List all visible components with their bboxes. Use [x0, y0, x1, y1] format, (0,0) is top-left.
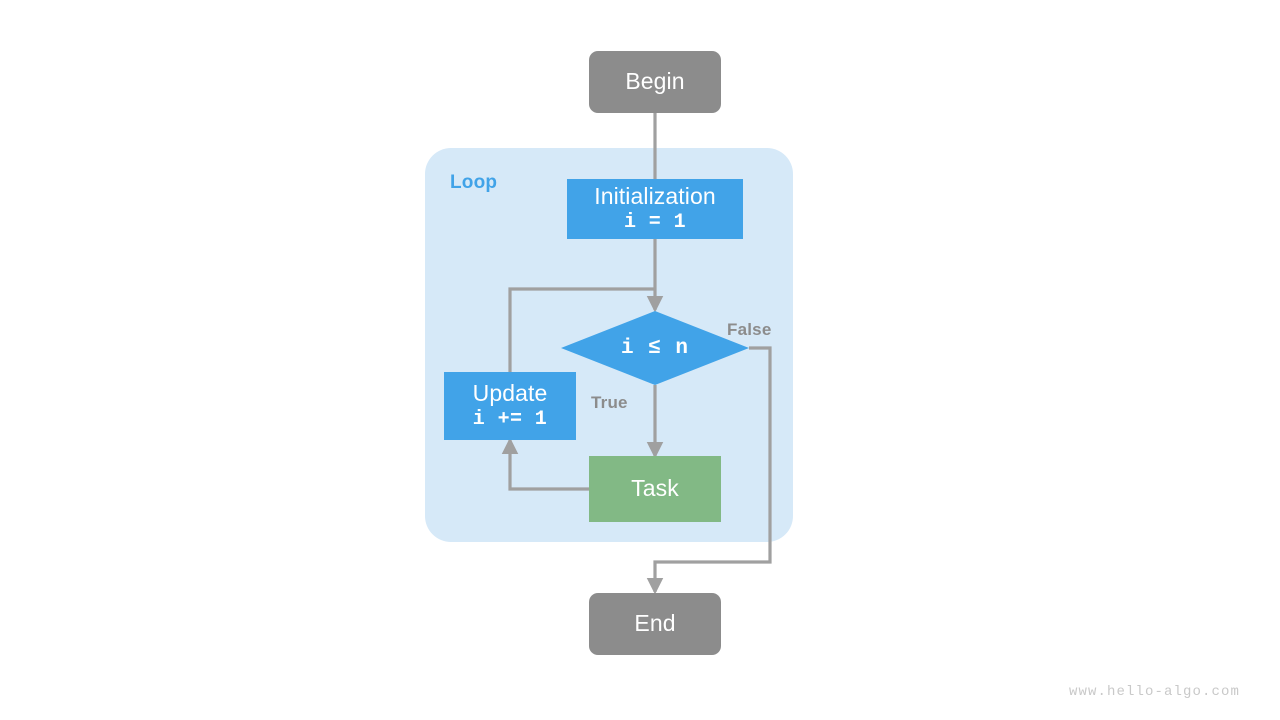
- node-begin-label: Begin: [625, 68, 685, 95]
- node-update-label: Update: [472, 379, 548, 406]
- node-initialization-label: Initialization: [594, 182, 716, 209]
- edge-label-false: False: [727, 320, 772, 339]
- node-update[interactable]: Update i += 1: [444, 372, 576, 440]
- node-task[interactable]: Task: [589, 456, 721, 522]
- watermark-url: www.hello-algo.com: [1068, 684, 1240, 700]
- node-condition-shape[interactable]: [561, 311, 749, 385]
- node-update-code: i += 1: [472, 407, 548, 431]
- edge-condition-false-to-end: [646, 346, 772, 595]
- loop-group-label: Loop: [450, 172, 498, 193]
- edge-update-to-condition: [508, 287, 655, 372]
- node-condition-label: i ≤ n: [620, 336, 689, 360]
- node-initialization-code: i = 1: [623, 210, 686, 234]
- node-task-label: Task: [631, 475, 679, 502]
- node-begin[interactable]: Begin: [589, 51, 721, 113]
- edge-task-to-update: [501, 437, 589, 491]
- node-initialization[interactable]: Initialization i = 1: [567, 179, 743, 239]
- edge-label-true: True: [591, 393, 628, 412]
- node-end-label: End: [634, 610, 676, 637]
- node-end[interactable]: End: [589, 593, 721, 655]
